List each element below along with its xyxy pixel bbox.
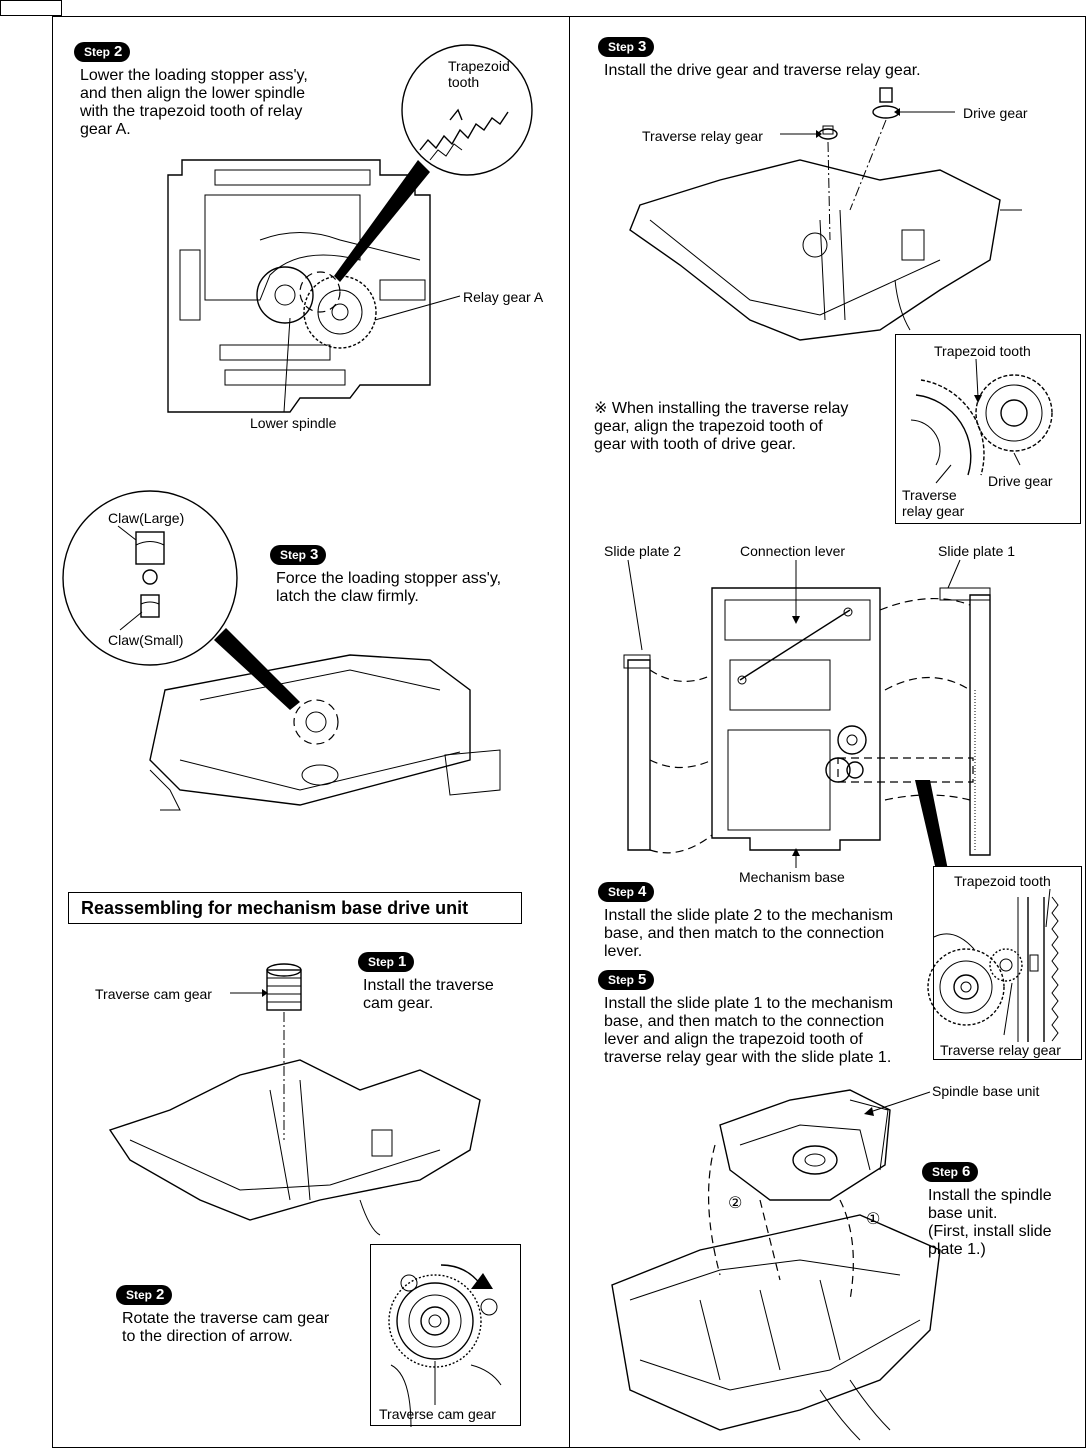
- order-2-marker: ②: [728, 1195, 743, 1212]
- step-instruction: Install the traverse cam gear.: [363, 977, 494, 1012]
- step-instruction: Install the drive gear and traverse rela…: [604, 62, 921, 79]
- step-badge-number: 6: [962, 1163, 971, 1180]
- step-note: ※ When installing the traverse relay gea…: [594, 400, 849, 453]
- step-badge-number: 3: [638, 38, 647, 55]
- drive-gear-inset-label: Drive gear: [988, 473, 1053, 489]
- step-badge-label: Step: [280, 548, 307, 562]
- claw-large-label: Claw(Large): [108, 510, 185, 526]
- cam-gear-inset-drawing: [388, 1264, 502, 1428]
- drive-gear-inset: Trapezoid tooth Drive gear Traverse rela…: [895, 334, 1081, 524]
- traverse-relay-gear-inset2-label: Traverse relay gear: [940, 1042, 1061, 1058]
- drive-gear-label: Drive gear: [963, 105, 1028, 121]
- step-instruction: Lower the loading stopper ass'y, and the…: [80, 67, 308, 138]
- step-badge-label: Step: [608, 40, 635, 54]
- section-heading: Reassembling for mechanism base drive un…: [68, 892, 522, 924]
- drive-gear-inset-drawing: [910, 358, 1053, 484]
- trapezoid-tooth-inset-label: Trapezoid tooth: [934, 343, 1031, 359]
- step-badge-label: Step: [608, 973, 635, 987]
- slide-plate-inset-drawing: [927, 888, 1059, 1042]
- traverse-relay-gear-inset-label: Traverse relay gear: [902, 487, 965, 519]
- slide-plate-2-label: Slide plate 2: [604, 543, 682, 559]
- step-badge-label: Step: [84, 45, 111, 59]
- step-badge-number: 2: [156, 1286, 165, 1303]
- claw-small-label: Claw(Small): [108, 632, 184, 648]
- step-badge-number: 1: [398, 953, 407, 970]
- relay-gear-a-label: Relay gear A: [463, 289, 544, 305]
- cam-gear-inset: Traverse cam gear: [370, 1244, 521, 1428]
- step-instruction: Install the spindle base unit. (First, i…: [928, 1187, 1052, 1258]
- column-divider: [569, 16, 570, 1448]
- order-1-marker: ①: [866, 1211, 881, 1228]
- spindle-base-unit-label: Spindle base unit: [932, 1083, 1040, 1099]
- step-badge-label: Step: [368, 955, 395, 969]
- trapezoid-tooth-inset2-label: Trapezoid tooth: [954, 873, 1051, 889]
- traverse-relay-gear-label: Traverse relay gear: [642, 128, 763, 144]
- traverse-cam-gear-label: Traverse cam gear: [95, 986, 212, 1002]
- step-badge-number: 5: [638, 971, 647, 988]
- step-badge-label: Step: [608, 885, 635, 899]
- step-instruction: Install the slide plate 1 to the mechani…: [604, 995, 894, 1066]
- trapezoid-tooth-label: Trapezoid tooth: [448, 58, 510, 90]
- step-instruction: Rotate the traverse cam gear to the dire…: [122, 1310, 330, 1345]
- step-badge-number: 4: [638, 883, 647, 900]
- mechanism-base-label: Mechanism base: [739, 869, 845, 885]
- step-instruction: Force the loading stopper ass'y, latch t…: [276, 570, 502, 605]
- page-corner-tab: [0, 0, 62, 16]
- step-badge-label: Step: [932, 1165, 959, 1179]
- slide-plate-1-label: Slide plate 1: [938, 543, 1016, 559]
- step-badge-number: 2: [114, 43, 123, 60]
- traverse-cam-gear-inset-label: Traverse cam gear: [379, 1406, 496, 1422]
- step-badge-label: Step: [126, 1288, 153, 1302]
- slide-plate-inset: Trapezoid tooth Traverse relay gear: [927, 866, 1082, 1060]
- step-badge-number: 3: [310, 546, 319, 563]
- lower-spindle-label: Lower spindle: [250, 415, 337, 431]
- connection-lever-label: Connection lever: [740, 543, 846, 559]
- step-instruction: Install the slide plate 2 to the mechani…: [604, 907, 894, 960]
